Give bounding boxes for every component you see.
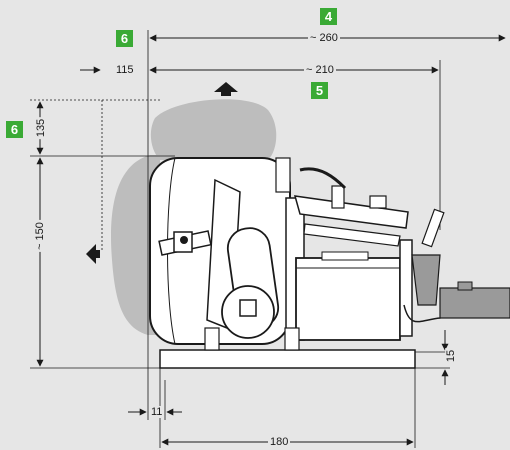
foot-right [284, 327, 300, 351]
top-bracket [275, 157, 291, 193]
base-plate [159, 349, 416, 369]
dim-label-11: 11 [149, 406, 165, 418]
workpiece [439, 287, 510, 319]
motor-box [295, 257, 401, 341]
tilt-plate [293, 195, 409, 229]
dim-label-210: ~ 210 [304, 64, 336, 76]
wheel-bolt [239, 299, 257, 317]
motor-cap [321, 251, 369, 261]
adjust-screw [331, 185, 345, 209]
clamp-nut [369, 195, 387, 209]
badge-6-left: 6 [6, 121, 23, 138]
swing-area-top [150, 99, 277, 160]
shoe-block [411, 254, 441, 306]
dim-label-135: 135 [35, 116, 48, 140]
dim-label-115: 115 [114, 64, 136, 76]
foot-left [204, 327, 220, 351]
tilt-plate-lower [303, 223, 401, 247]
badge-5: 5 [311, 82, 328, 99]
dim-label-150: ~ 150 [33, 220, 46, 252]
up-arrow-icon [214, 82, 238, 96]
dim-label-15: 15 [445, 347, 458, 365]
handle-pivot [180, 236, 188, 244]
badge-6-top: 6 [116, 30, 133, 47]
spring-rod [299, 167, 347, 190]
dim-label-180: 180 [268, 436, 291, 448]
front-bracket [399, 239, 413, 337]
workpiece-tab [457, 281, 473, 291]
left-arrow-icon [86, 244, 100, 264]
front-bolt [421, 208, 445, 248]
dim-label-260: ~ 260 [308, 32, 340, 44]
badge-4: 4 [320, 8, 337, 25]
